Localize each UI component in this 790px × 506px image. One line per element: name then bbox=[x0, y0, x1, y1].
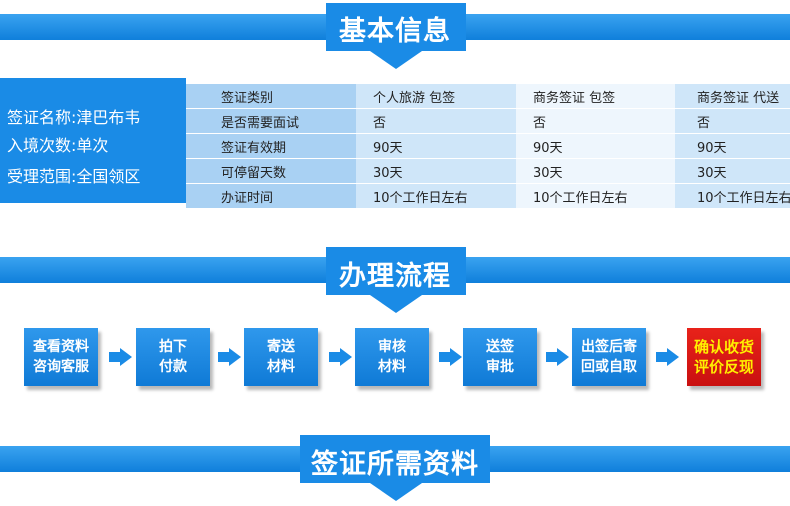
section-banner-materials: 签证所需资料 bbox=[0, 430, 790, 501]
arrow-right-icon bbox=[439, 348, 463, 366]
table-cell: 否 bbox=[675, 108, 790, 134]
step-line: 材料 bbox=[267, 359, 295, 375]
table-cell: 个人旅游 包签 bbox=[356, 84, 516, 109]
accept-range: 受理范围:全国领区 bbox=[7, 167, 141, 186]
step-line: 材料 bbox=[378, 359, 406, 375]
table-cell: 30天 bbox=[516, 158, 675, 184]
table-cell: 90天 bbox=[356, 133, 516, 159]
arrow-right-icon bbox=[656, 348, 680, 366]
entry-count: 入境次数:单次 bbox=[7, 136, 109, 155]
process-step: 寄送 材料 bbox=[244, 328, 318, 386]
table-cell: 30天 bbox=[675, 158, 790, 184]
table-cell: 10个工作日左右 bbox=[356, 183, 516, 209]
process-step: 出签后寄 回或自取 bbox=[572, 328, 646, 386]
arrow-right-icon bbox=[218, 348, 242, 366]
table-row: 可停留天数 30天 30天 30天 bbox=[186, 158, 790, 184]
section-banner-process: 办理流程 bbox=[0, 243, 790, 313]
table-cell: 90天 bbox=[675, 133, 790, 159]
table-cell: 商务签证 代送 bbox=[675, 84, 790, 109]
table-cell: 签证类别 bbox=[186, 84, 356, 109]
table-row: 办证时间 10个工作日左右 10个工作日左右 10个工作日左右 bbox=[186, 183, 790, 209]
table-cell: 10个工作日左右 bbox=[516, 183, 675, 209]
process-step: 审核 材料 bbox=[355, 328, 429, 386]
table-cell: 签证有效期 bbox=[186, 133, 356, 159]
visa-name: 签证名称:津巴布韦 bbox=[7, 108, 141, 127]
table-row: 是否需要面试 否 否 否 bbox=[186, 108, 790, 134]
step-line: 回或自取 bbox=[581, 359, 637, 375]
step-line: 拍下 bbox=[159, 339, 187, 355]
arrow-right-icon bbox=[109, 348, 133, 366]
process-step: 拍下 付款 bbox=[136, 328, 210, 386]
step-line: 审批 bbox=[486, 359, 514, 375]
table-cell: 否 bbox=[356, 108, 516, 134]
table-row: 签证类别 个人旅游 包签 商务签证 包签 商务签证 代送 bbox=[186, 84, 790, 109]
step-line: 评价反现 bbox=[693, 358, 754, 376]
step-line: 审核 bbox=[378, 339, 406, 355]
table-cell: 可停留天数 bbox=[186, 158, 356, 184]
banner-tab bbox=[326, 247, 466, 295]
section-banner-basic-info: 基本信息 bbox=[0, 0, 790, 70]
banner-tab bbox=[300, 435, 490, 483]
process-step: 查看资料 咨询客服 bbox=[24, 328, 98, 386]
process-step-final: 确认收货 评价反现 bbox=[687, 328, 761, 386]
arrow-right-icon bbox=[546, 348, 570, 366]
arrow-right-icon bbox=[329, 348, 353, 366]
table-cell: 10个工作日左右 bbox=[675, 183, 790, 209]
banner-tab bbox=[326, 3, 466, 51]
visa-info-table: 签证类别 个人旅游 包签 商务签证 包签 商务签证 代送 是否需要面试 否 否 … bbox=[186, 84, 790, 209]
step-line: 送签 bbox=[486, 339, 514, 355]
step-line: 寄送 bbox=[267, 339, 295, 355]
process-step: 送签 审批 bbox=[463, 328, 537, 386]
table-cell: 否 bbox=[516, 108, 675, 134]
banner-pointer bbox=[370, 483, 422, 501]
table-cell: 商务签证 包签 bbox=[516, 84, 675, 109]
step-line: 付款 bbox=[159, 359, 187, 375]
section-title: 基本信息 bbox=[339, 16, 451, 47]
table-cell: 是否需要面试 bbox=[186, 108, 356, 134]
table-cell: 办证时间 bbox=[186, 183, 356, 209]
banner-pointer bbox=[370, 295, 422, 313]
section-title: 办理流程 bbox=[339, 261, 451, 292]
step-line: 查看资料 bbox=[33, 339, 89, 355]
table-cell: 90天 bbox=[516, 133, 675, 159]
banner-pointer bbox=[370, 51, 422, 69]
step-line: 咨询客服 bbox=[33, 359, 89, 375]
step-line: 确认收货 bbox=[693, 338, 754, 356]
section-title: 签证所需资料 bbox=[311, 449, 479, 480]
table-cell: 30天 bbox=[356, 158, 516, 184]
table-row: 签证有效期 90天 90天 90天 bbox=[186, 133, 790, 159]
step-line: 出签后寄 bbox=[581, 339, 637, 355]
visa-summary-panel: 签证名称:津巴布韦 入境次数:单次 受理范围:全国领区 bbox=[0, 78, 186, 203]
